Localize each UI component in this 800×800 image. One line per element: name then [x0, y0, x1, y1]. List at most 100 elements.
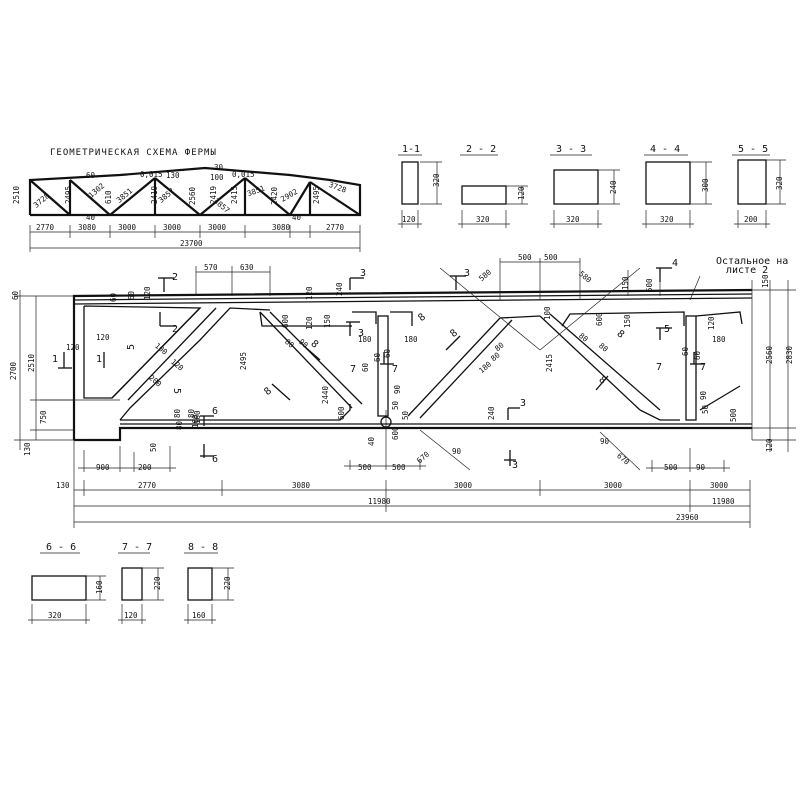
- svg-text:220: 220: [153, 576, 162, 590]
- sections-top: 1-1 320 120 2 - 2 120 320 3 - 3 240 320 …: [398, 144, 786, 228]
- svg-text:600: 600: [595, 312, 604, 326]
- left-height-dims: 60 2700 2510 750 130: [9, 290, 48, 456]
- svg-text:80: 80: [489, 350, 502, 363]
- svg-text:2510: 2510: [12, 185, 21, 204]
- svg-text:130: 130: [166, 171, 180, 180]
- bottom-dims: 130 2770 3080 3000 3000 3000 11980 11980…: [56, 481, 735, 522]
- svg-text:750: 750: [39, 410, 48, 424]
- svg-text:8: 8: [308, 338, 320, 350]
- section-label-1-1: 1-1: [402, 144, 420, 155]
- svg-text:40: 40: [292, 213, 302, 222]
- svg-text:500: 500: [518, 253, 532, 262]
- svg-text:120: 120: [169, 357, 186, 373]
- svg-text:160: 160: [192, 611, 206, 620]
- svg-text:3000: 3000: [208, 223, 227, 232]
- svg-text:60: 60: [383, 348, 392, 358]
- svg-text:8: 8: [262, 386, 274, 398]
- svg-text:320: 320: [432, 173, 441, 187]
- svg-text:60: 60: [693, 350, 702, 360]
- svg-text:160: 160: [95, 580, 104, 594]
- svg-text:500: 500: [358, 463, 372, 472]
- svg-text:2419: 2419: [209, 186, 218, 204]
- svg-text:60: 60: [86, 171, 96, 180]
- svg-text:80: 80: [173, 408, 182, 418]
- svg-text:100: 100: [210, 173, 224, 182]
- svg-text:300: 300: [701, 178, 710, 192]
- svg-text:610: 610: [104, 190, 113, 204]
- svg-text:3: 3: [358, 328, 364, 339]
- svg-text:130: 130: [23, 442, 32, 456]
- svg-text:630: 630: [240, 263, 254, 272]
- svg-text:500: 500: [544, 253, 558, 262]
- svg-text:180: 180: [404, 335, 418, 344]
- svg-text:2770: 2770: [36, 223, 55, 232]
- svg-text:240: 240: [487, 406, 496, 420]
- svg-text:600: 600: [337, 406, 346, 420]
- svg-text:2495: 2495: [239, 352, 248, 370]
- svg-text:120: 120: [402, 215, 416, 224]
- svg-text:5: 5: [171, 388, 182, 394]
- scheme-member-labels: 2510 3728 2495 60 1302 610 40 3851 2419 …: [12, 163, 348, 222]
- svg-text:8: 8: [614, 328, 626, 340]
- svg-text:2510: 2510: [27, 353, 36, 372]
- svg-text:120: 120: [707, 316, 716, 330]
- svg-text:3851: 3851: [246, 184, 266, 199]
- section-label-8-8: 8 - 8: [188, 542, 218, 553]
- svg-text:60: 60: [127, 290, 136, 300]
- svg-text:100: 100: [153, 341, 170, 357]
- svg-text:3000: 3000: [118, 223, 137, 232]
- note-line-1: Остальное на: [716, 256, 788, 267]
- section-label-6-6: 6 - 6: [46, 542, 76, 553]
- scheme-title: ГЕОМЕТРИЧЕСКАЯ СХЕМА ФЕРМЫ: [50, 148, 217, 158]
- svg-text:500: 500: [664, 463, 678, 472]
- svg-text:3000: 3000: [710, 481, 729, 490]
- svg-text:240: 240: [609, 180, 618, 194]
- svg-text:2419: 2419: [150, 186, 159, 204]
- svg-text:130: 130: [56, 481, 70, 490]
- svg-text:200: 200: [744, 215, 758, 224]
- svg-text:120: 120: [143, 286, 152, 300]
- svg-text:60: 60: [11, 290, 20, 300]
- svg-text:120: 120: [124, 611, 138, 620]
- svg-text:2560: 2560: [188, 186, 197, 205]
- svg-text:320: 320: [48, 611, 62, 620]
- svg-text:90: 90: [393, 384, 402, 394]
- slope-right: 0,015: [232, 170, 255, 179]
- truss-main-view: Остальное на листе 2: [9, 253, 796, 528]
- svg-text:2495: 2495: [312, 186, 321, 204]
- svg-text:80: 80: [175, 420, 184, 430]
- svg-text:670: 670: [415, 449, 432, 465]
- svg-text:3857: 3857: [212, 196, 232, 215]
- svg-text:500: 500: [729, 408, 738, 422]
- svg-text:150: 150: [623, 314, 632, 328]
- left-small-dims: 120: [66, 343, 80, 352]
- svg-text:90: 90: [600, 437, 610, 446]
- svg-text:60: 60: [361, 362, 370, 372]
- svg-text:100: 100: [543, 306, 552, 320]
- svg-text:90: 90: [696, 463, 706, 472]
- svg-text:2415: 2415: [545, 354, 554, 372]
- svg-text:150: 150: [761, 274, 770, 288]
- slope-left: 0,015: [140, 170, 163, 179]
- svg-text:8: 8: [448, 328, 460, 340]
- svg-text:320: 320: [775, 176, 784, 190]
- top-dims: 570 630 500 500 580 580 150 500: [204, 253, 654, 292]
- svg-text:160: 160: [193, 410, 202, 424]
- section-label-3-3: 3 - 3: [556, 144, 586, 155]
- svg-text:160: 160: [191, 414, 200, 428]
- svg-text:120: 120: [96, 333, 110, 342]
- section-label-7-7: 7 - 7: [122, 542, 152, 553]
- bottom-small-dims: 900 200 50 80 160 500 500 670 90 670 90 …: [96, 414, 706, 472]
- svg-text:2420: 2420: [270, 186, 279, 205]
- svg-text:180: 180: [358, 335, 372, 344]
- svg-text:2902: 2902: [279, 187, 299, 204]
- svg-text:120: 120: [66, 343, 80, 352]
- svg-text:3: 3: [360, 268, 366, 279]
- svg-text:6: 6: [212, 454, 218, 465]
- svg-text:60: 60: [109, 292, 118, 302]
- svg-text:120: 120: [517, 186, 526, 200]
- note-line-2: листе 2: [726, 265, 768, 276]
- svg-text:3: 3: [512, 460, 518, 471]
- svg-text:5: 5: [664, 324, 670, 335]
- svg-text:90: 90: [297, 337, 310, 350]
